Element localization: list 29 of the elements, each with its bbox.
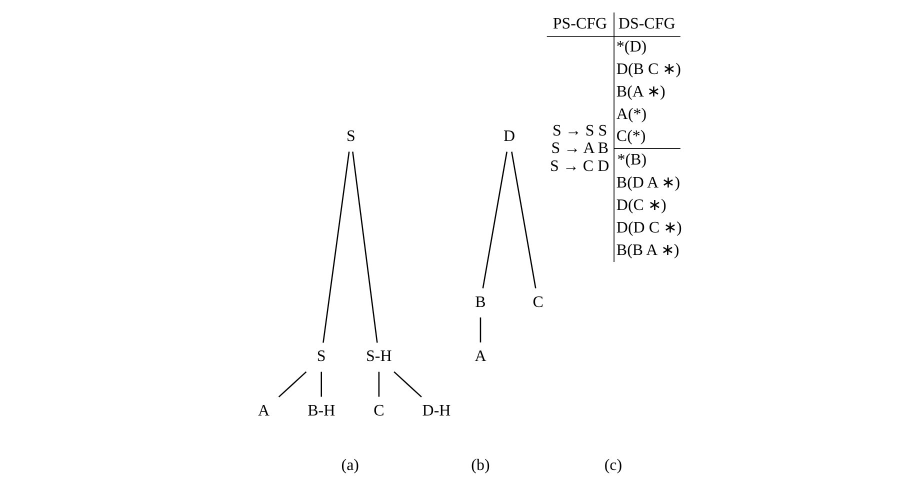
label: S → S S — [552, 122, 607, 140]
node-text: B — [474, 294, 486, 311]
label: B(A ∗) — [616, 83, 665, 100]
node-text: A — [474, 348, 486, 366]
label: C(*) — [616, 128, 646, 146]
label: *(B) — [616, 151, 646, 168]
node-text: B-H — [307, 402, 335, 420]
label: S → A B — [550, 140, 608, 158]
label: B(D A ∗) — [616, 174, 680, 192]
label: D(C ∗) — [616, 197, 666, 214]
label: (c) — [604, 456, 622, 474]
label: B(B A ∗) — [616, 242, 679, 259]
label: PS-CFG — [552, 16, 607, 32]
node-text: D — [503, 128, 515, 146]
node-text: D-H — [422, 402, 450, 420]
label: A(*) — [616, 106, 646, 123]
node-text: C — [532, 294, 543, 311]
node-text: A — [258, 402, 270, 420]
label: (a) — [340, 456, 359, 474]
label: D(D C ∗) — [616, 219, 682, 236]
label: (b) — [470, 456, 490, 474]
label: *(D) — [616, 38, 646, 56]
label: D(B C ∗) — [616, 61, 680, 78]
node-text: S — [346, 128, 355, 146]
node-text: S-H — [366, 348, 392, 366]
node-text: S — [316, 348, 326, 366]
label: S → C D — [550, 158, 609, 175]
node-text: C — [373, 402, 384, 420]
label: DS-CFG — [618, 16, 675, 32]
